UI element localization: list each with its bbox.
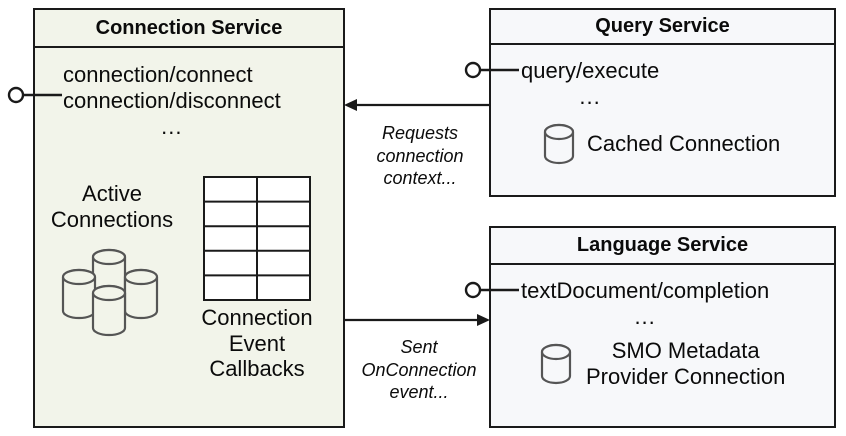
operation-textdocument-completion: textDocument/completion (521, 278, 770, 303)
database-cylinder-cluster-icon (61, 248, 159, 337)
arrow-requests-connection-context (344, 99, 489, 111)
connection-event-callbacks-label: Connection Event Callbacks (184, 305, 330, 382)
operation-connection-connect: connection/connect (63, 62, 253, 87)
language-operations-ellipsis: ... (634, 303, 656, 329)
language-service-operations: textDocument/completion ... (521, 278, 769, 330)
query-operations-ellipsis: ... (579, 83, 601, 109)
query-service-title: Query Service (491, 10, 834, 45)
callbacks-label-line-1: Connection (201, 305, 313, 330)
callbacks-label-line-3: Callbacks (209, 356, 305, 382)
requests-label-line-2: connection (376, 145, 464, 166)
language-service-title: Language Service (491, 228, 834, 265)
active-connections-label: Active Connections (42, 181, 182, 232)
query-service-operations: query/execute ... (521, 58, 659, 110)
sent-onconnection-event-label: Sent OnConnection event... (352, 336, 486, 404)
sent-label-line-1: Sent (400, 337, 438, 357)
active-connections-cylinders (52, 243, 174, 344)
operation-connection-disconnect: connection/disconnect (63, 87, 281, 113)
database-cylinder-icon (543, 123, 575, 165)
smo-metadata-provider-label: SMO Metadata Provider Connection (586, 338, 785, 389)
database-cylinder-icon (540, 343, 572, 384)
sent-label-line-2: OnConnection (361, 359, 477, 380)
requests-label-line-1: Requests (381, 123, 459, 143)
requests-connection-context-label: Requests connection context... (358, 122, 482, 190)
smo-metadata-provider-artifact: SMO Metadata Provider Connection (540, 338, 785, 389)
smo-label-line-2: Provider Connection (586, 363, 786, 389)
table-grid-icon (203, 176, 311, 301)
operation-query-execute: query/execute (521, 58, 660, 83)
cached-connection-label: Cached Connection (587, 131, 781, 156)
language-service-box[interactable]: Language Service (489, 226, 836, 428)
arrow-sent-onconnection-event (345, 314, 490, 326)
connection-event-callbacks-table[interactable] (203, 176, 311, 306)
requests-label-line-3: context... (383, 168, 457, 188)
sent-label-line-3: event... (389, 382, 449, 402)
query-service-box[interactable]: Query Service (489, 8, 836, 197)
active-connections-label-line-1: Active (82, 181, 142, 206)
callbacks-label-line-2: Event (228, 330, 286, 356)
connection-service-title: Connection Service (35, 10, 343, 48)
smo-label-line-1: SMO Metadata (611, 338, 760, 363)
connection-service-operations: connection/connect connection/disconnect… (63, 62, 281, 140)
active-connections-label-line-2: Connections (50, 206, 174, 232)
operations-ellipsis: ... (161, 113, 183, 139)
cached-connection-artifact: Cached Connection (543, 123, 780, 165)
